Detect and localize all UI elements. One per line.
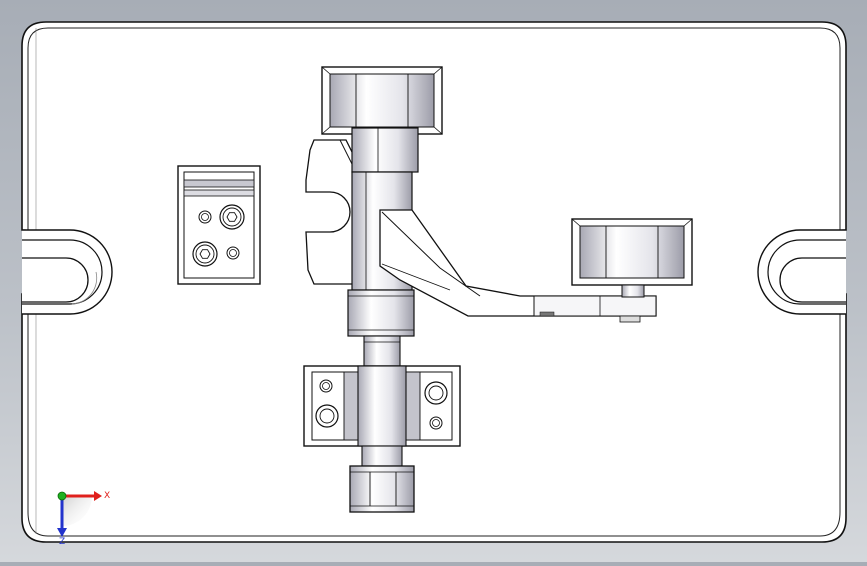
screw-head-small [429,416,443,430]
screw-head-small [198,210,212,224]
left-u-slot [22,229,113,315]
socket-screw-head [219,204,245,230]
y-axis-dot-icon [57,491,67,501]
socket-screw-head [424,381,448,405]
lower-hex-nut[interactable] [349,465,415,513]
pressure-pad[interactable] [571,218,693,298]
lower-shaft[interactable] [361,445,403,467]
z-axis-label: Z [59,537,65,547]
upper-hex-nut[interactable] [321,66,443,135]
screw-head-small [226,246,240,260]
left-mounting-block[interactable] [177,165,261,285]
x-axis-arrow-icon [94,491,102,501]
coordinate-triad: X Z [57,491,110,547]
socket-screw-head [315,404,339,428]
lower-mounting-block[interactable] [303,365,461,447]
socket-screw-head [192,241,218,267]
screw-head-small [319,379,333,393]
clamp-arm[interactable] [379,209,657,323]
z-axis-arrow-icon [57,528,67,537]
right-u-slot [757,229,846,315]
x-axis-label: X [104,491,110,501]
